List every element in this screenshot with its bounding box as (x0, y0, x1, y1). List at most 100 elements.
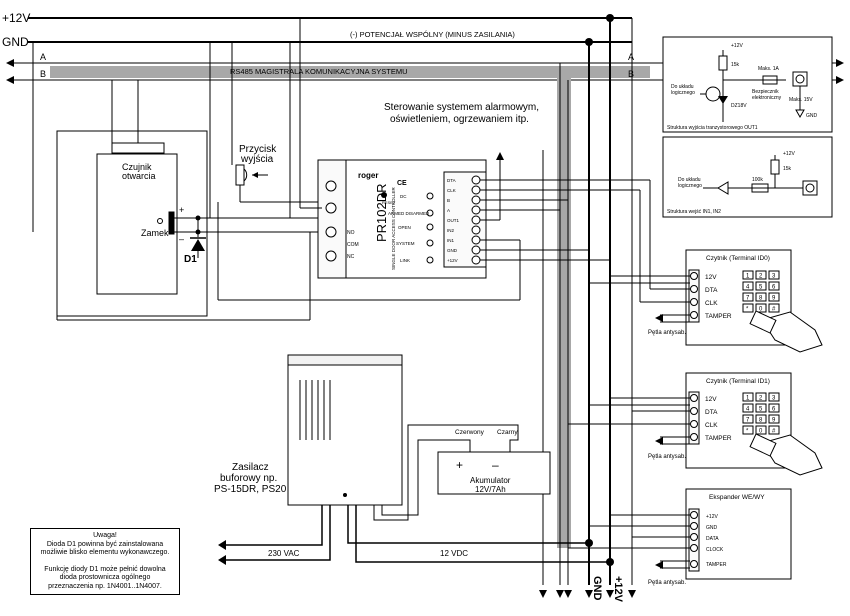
inset-out1-caption: Struktura wyjścia tranzystorowego OUT1 (667, 125, 758, 131)
inset-out1-voltage: +12V (731, 43, 743, 49)
tamper-arrow (655, 437, 663, 445)
ac-arrow-1 (218, 540, 226, 550)
battery: + – Akumulator 12V/7Ah (437, 451, 551, 495)
arrow-down-a (556, 590, 564, 598)
keypad-key-label: 2 (759, 274, 763, 280)
bottom-gnd-label: GND (591, 576, 603, 601)
keypad-key-label: 8 (759, 296, 763, 302)
keypad-key-label: 0 (759, 307, 763, 313)
terminal-label-no: NO (347, 230, 355, 236)
bus-a-label-right: A (628, 52, 634, 62)
keypad-key (768, 425, 780, 435)
battery-black-wire (373, 424, 519, 521)
terminal-screw (325, 250, 337, 262)
keypad-key (742, 303, 754, 313)
inset-in-caption: Struktura wejść IN1, IN2 (667, 209, 721, 215)
control-label-2: oświetleniem, ogrzewaniem itp. (390, 114, 529, 125)
keypad-key (768, 392, 780, 402)
arrow-down-gnd (585, 590, 593, 598)
button-label-1: Przycisk (239, 144, 277, 155)
reader-0-pin-clk: CLK (705, 300, 718, 307)
reader-1-card (749, 433, 777, 457)
reader-1-terminal-block (688, 391, 700, 445)
inset-out1-zener-label: DZ18V (731, 103, 747, 109)
terminal-screw (690, 298, 698, 306)
controller-model: PR102DR (374, 183, 389, 242)
keypad-key-label: 0 (759, 429, 763, 435)
battery-label-1: Akumulator (470, 476, 511, 485)
note-line-5: przeznaczenia np. 1N4001..1N4007. (48, 582, 162, 590)
reader-0-pin-12v: 12V (705, 274, 717, 281)
lock-body (168, 211, 175, 235)
junction-dot (585, 38, 593, 46)
indicator-system: SYSTEM (396, 241, 415, 246)
led-system (426, 239, 434, 247)
indicator-armed: ARMED DISARMED (388, 211, 430, 216)
keypad-key (768, 281, 780, 291)
terminal-screw (690, 311, 698, 319)
rs485-bus-bar (50, 66, 650, 78)
keypad-key-label: 9 (772, 296, 776, 302)
terminal-screw (690, 394, 698, 402)
terminal-12v: +12V (447, 258, 458, 263)
ac-arrow-2 (218, 555, 226, 565)
button-arrow-head (252, 172, 258, 178)
expander-pin-gnd: GND (706, 525, 718, 531)
inset-in-resistor-2 (751, 183, 769, 193)
exit-button (231, 42, 322, 203)
sensor-label-1: Czujnik (122, 162, 152, 172)
expander-title: Ekspander WE/WY (709, 494, 765, 501)
psu-label-3: PS-15DR, PS20 (214, 484, 287, 495)
terminal-screw (690, 544, 698, 552)
keypad-key (742, 425, 754, 435)
junction-dot (606, 14, 614, 22)
terminal-screw (690, 272, 698, 280)
inset-in-buffer (717, 181, 729, 195)
note-line-4: dioda prostownicza ogólnego (59, 574, 151, 581)
keypad-key (755, 403, 767, 413)
terminal-label-nc: NC (347, 254, 355, 260)
keypad-key-label: 1 (746, 396, 750, 402)
indicator-dc: DC (400, 194, 407, 199)
inset-out1-fuse (762, 75, 778, 85)
keypad-key (768, 270, 780, 280)
controller-left-terminals: NO COM NC (325, 180, 359, 262)
inset-in-logic-2: logicznego (678, 183, 702, 189)
inset-out1-fuse-1: Maks. 1A (758, 66, 780, 72)
led-dc (426, 192, 434, 200)
arrow-down-aux-2 (539, 590, 547, 598)
arrow-down-plus12 (606, 590, 614, 598)
keypad-key (742, 403, 754, 413)
inset-in-terminal-screw (805, 183, 815, 193)
terminal-in1: IN1 (447, 238, 455, 243)
controller-subtitle: SINGLE DOOR ACCESS CONTROLLER (391, 186, 396, 270)
keypad-key-label: 9 (772, 418, 776, 424)
terminal-screw (325, 226, 337, 238)
keypad-key-label: 5 (759, 407, 763, 413)
bus-a-left-arrow (6, 59, 14, 67)
door-leaf (96, 153, 178, 295)
tamper-arrow (655, 314, 663, 322)
controller-right-screws (471, 175, 481, 265)
keypad-key-label: # (772, 307, 776, 313)
reader-1-pin-12v: 12V (705, 396, 717, 403)
inset-in-terminal (802, 180, 818, 196)
red-wire-label: Czerwony (455, 429, 485, 436)
psu-wiring (225, 424, 610, 563)
inset-out1: +12V 15k Maks. 1A Bezpiecznik elektronic… (662, 36, 833, 133)
terminal-screw (471, 175, 481, 185)
diode-label: D1 (184, 254, 197, 265)
terminal-clk: CLK (447, 188, 456, 193)
keypad-key-label: 5 (759, 285, 763, 291)
expander-pin-data: DATA (706, 536, 719, 542)
tamper-loop-arrows (655, 314, 663, 569)
keypad-key (755, 270, 767, 280)
terminal-screw (471, 205, 481, 215)
bottom-arrows (539, 590, 636, 598)
keypad-key-label: 1 (746, 274, 750, 280)
terminal-screw (690, 285, 698, 293)
battery-label-2: 12V/7Ah (475, 485, 506, 494)
vertical-rails (542, 18, 633, 585)
bus-b-right-arrow (836, 76, 844, 84)
